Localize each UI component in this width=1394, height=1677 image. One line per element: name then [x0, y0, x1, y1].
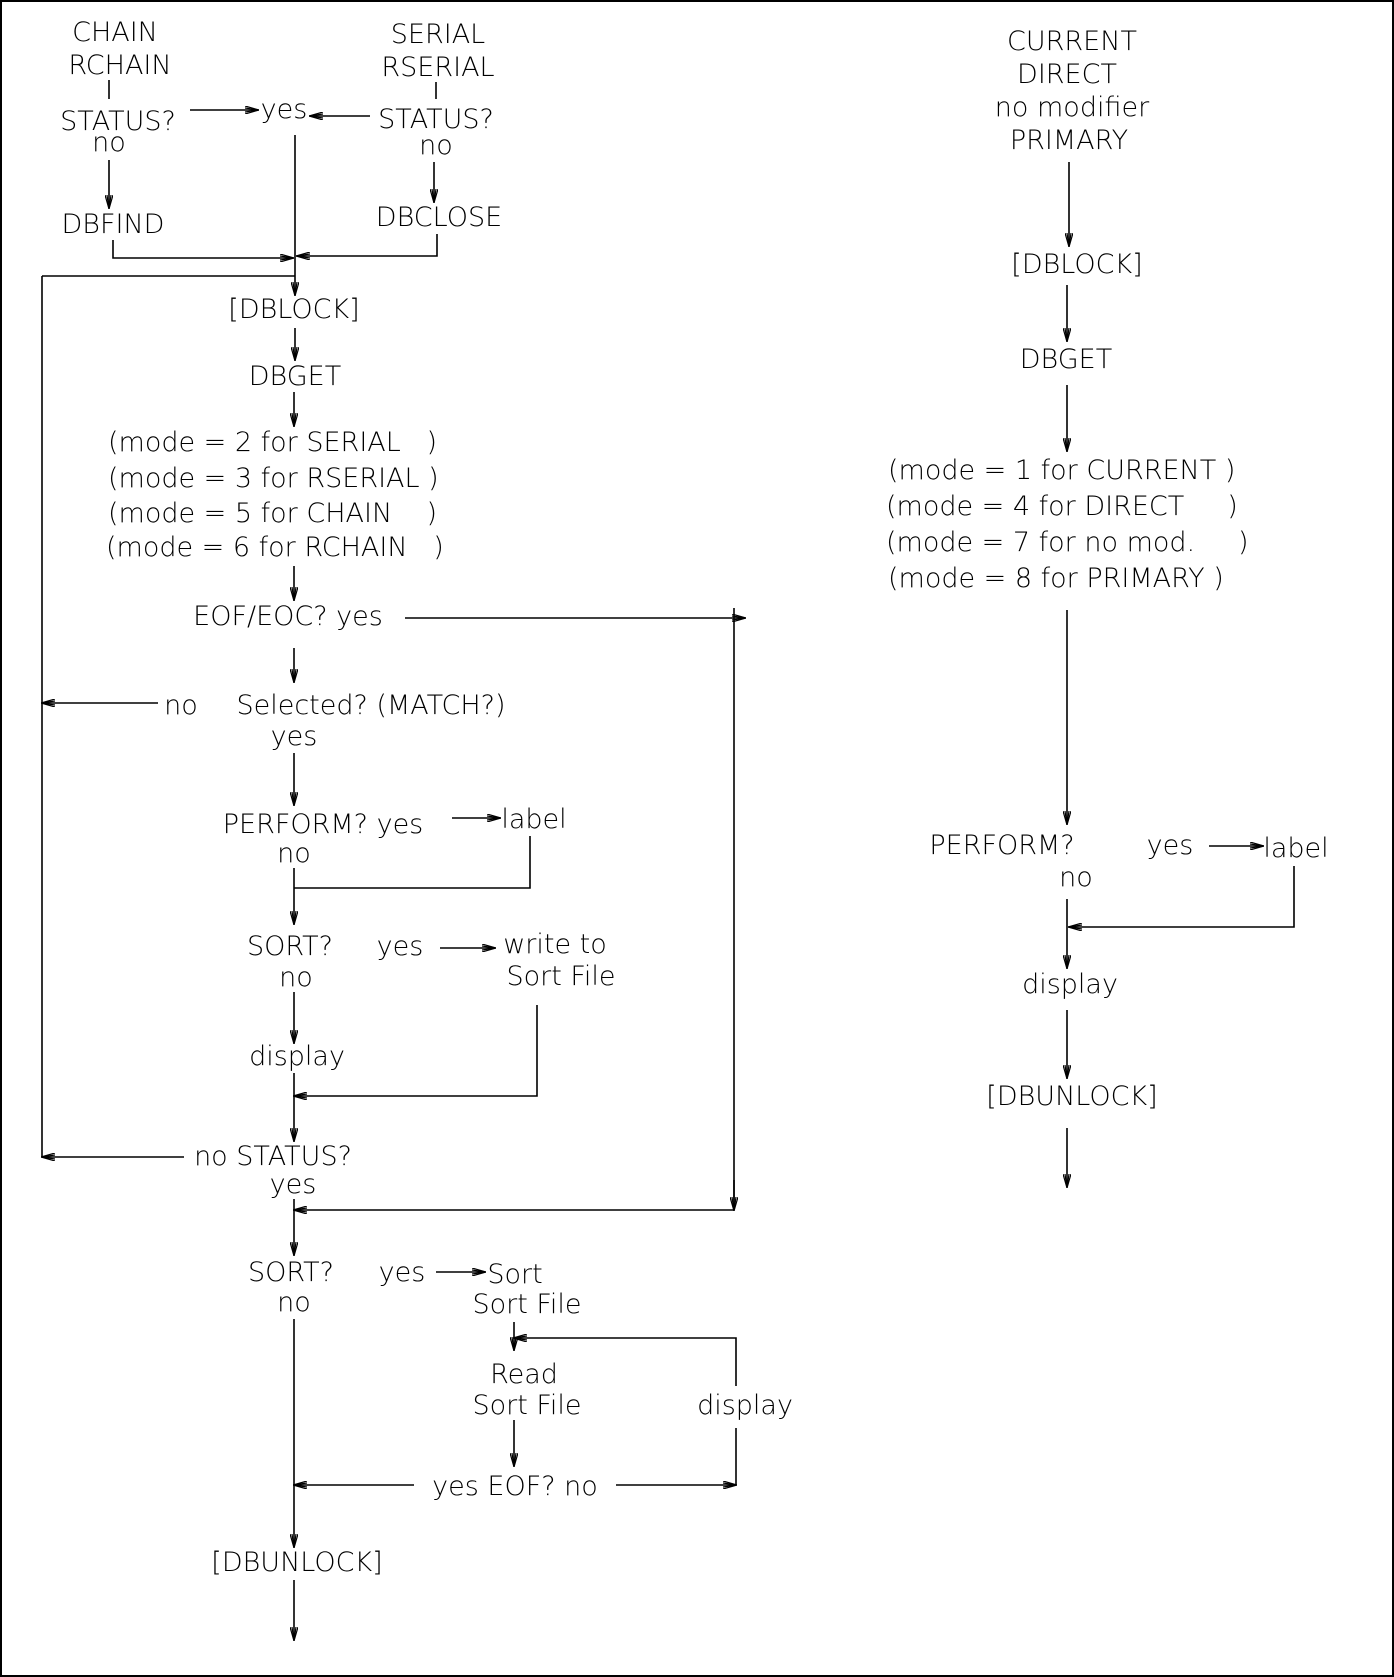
mode-line: (mode = 5 for CHAIN )	[108, 498, 437, 529]
mode-line: (mode = 2 for SERIAL )	[108, 427, 437, 458]
dblock-node: [DBLOCK]	[228, 294, 359, 325]
mode-line: (mode = 1 for CURRENT )	[888, 455, 1235, 486]
yes-merge-label: yes	[261, 94, 308, 125]
dbget-node: DBGET	[1020, 344, 1112, 375]
return-line	[294, 836, 531, 889]
write-sort-file-node: Sort File	[506, 961, 615, 992]
current-label: CURRENT	[1007, 26, 1137, 57]
arrow	[294, 1005, 538, 1096]
status-decision: no STATUS?	[194, 1141, 352, 1172]
no-modifier-label: no modifier	[995, 92, 1150, 123]
serial-label: SERIAL	[391, 19, 485, 50]
selected-decision: Selected? (MATCH?)	[236, 690, 505, 721]
perform-decision: PERFORM? yes	[223, 809, 424, 840]
read-node: Read	[490, 1359, 558, 1390]
chain-label: CHAIN	[72, 17, 158, 48]
left-flow-connectors	[42, 80, 745, 1640]
selected-no-label: no	[164, 690, 198, 721]
no-chain-label: no	[92, 127, 126, 158]
sort-decision: SORT?	[247, 931, 333, 962]
mode-list: (mode = 2 for SERIAL ) (mode = 3 for RSE…	[106, 427, 444, 563]
dbclose-node: DBCLOSE	[376, 202, 502, 233]
dblock-node: [DBLOCK]	[1011, 249, 1142, 280]
arrow	[297, 234, 438, 256]
rchain-label: RCHAIN	[68, 50, 171, 81]
perform-label-node: label	[501, 804, 566, 835]
dbget-node: DBGET	[249, 361, 341, 392]
right-flow: CURRENT DIRECT no modifier PRIMARY [DBLO…	[886, 26, 1329, 1112]
arrow	[1069, 866, 1295, 927]
perform-no-label: no	[1059, 862, 1093, 893]
rserial-label: RSERIAL	[381, 52, 494, 83]
sort-yes-label: yes	[377, 931, 424, 962]
eof2-decision: yes EOF? no	[432, 1471, 598, 1502]
primary-label: PRIMARY	[1010, 125, 1128, 156]
no-serial-label: no	[419, 130, 453, 161]
write-to-node: write to	[503, 929, 607, 960]
selected-yes-label: yes	[271, 721, 318, 752]
status-chain-node: STATUS?	[60, 106, 176, 137]
mode-line: (mode = 4 for DIRECT )	[886, 491, 1238, 522]
eof-eoc-decision: EOF/EOC? yes	[193, 601, 383, 632]
mode-line: (mode = 6 for RCHAIN )	[106, 532, 444, 563]
sort2-no-label: no	[277, 1287, 311, 1318]
right-flow-connectors	[1067, 162, 1295, 1187]
perform-no-label: no	[277, 838, 311, 869]
sort2-yes-label: yes	[379, 1257, 426, 1288]
perform-decision: PERFORM?	[929, 830, 1074, 861]
display-node: display	[249, 1041, 345, 1072]
dbunlock-node: [DBUNLOCK]	[211, 1547, 382, 1578]
perform-label-node: label	[1263, 833, 1328, 864]
status-yes-label: yes	[270, 1169, 317, 1200]
read-sort-file-node: Sort File	[472, 1390, 581, 1421]
arrow	[112, 240, 293, 258]
status-serial-node: STATUS?	[378, 104, 494, 135]
mode-line: (mode = 8 for PRIMARY )	[888, 563, 1224, 594]
display-node: display	[1022, 969, 1118, 1000]
mode-list: (mode = 1 for CURRENT ) (mode = 4 for DI…	[886, 455, 1249, 594]
perform-yes-label: yes	[1147, 830, 1194, 861]
mode-line: (mode = 3 for RSERIAL )	[108, 463, 439, 494]
sort-sort-file-node: Sort File	[472, 1289, 581, 1320]
arrow	[514, 1338, 737, 1386]
sort2-decision: SORT?	[248, 1257, 334, 1288]
direct-label: DIRECT	[1017, 59, 1117, 90]
mode-line: (mode = 7 for no mod. )	[886, 527, 1249, 558]
dbfind-node: DBFIND	[62, 209, 165, 240]
left-flow: CHAIN RCHAIN SERIAL RSERIAL STATUS? yes …	[60, 17, 793, 1578]
sort-no-label: no	[279, 962, 313, 993]
dbunlock-node: [DBUNLOCK]	[986, 1081, 1157, 1112]
sort-node: Sort	[487, 1259, 542, 1290]
display2-node: display	[697, 1390, 793, 1421]
